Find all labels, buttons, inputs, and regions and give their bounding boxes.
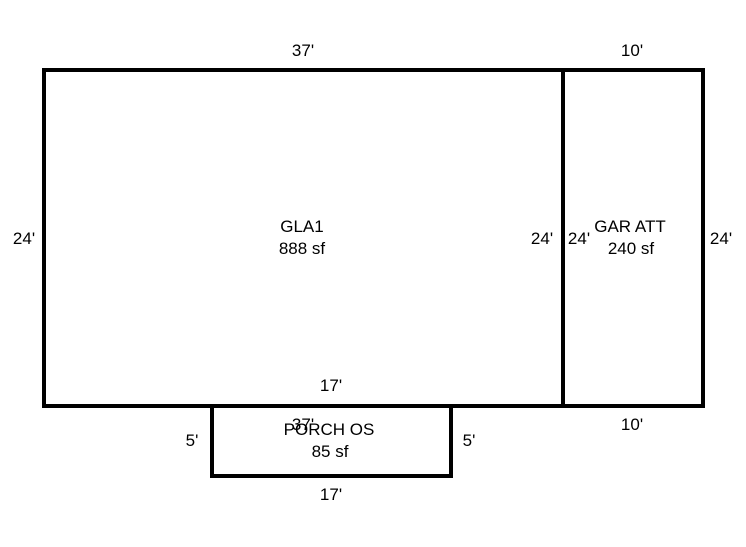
garage-dim-right: 24' [710, 229, 732, 248]
gla-dim-top: 37' [292, 41, 314, 60]
gla-room-outline [42, 68, 565, 408]
porch-dim-top: 17' [320, 376, 342, 395]
garage-dim-bottom: 10' [621, 415, 643, 434]
porch-room-outline [210, 404, 453, 478]
garage-room-outline [561, 68, 705, 408]
gla-dim-right: 24' [531, 229, 553, 248]
porch-dim-left: 5' [186, 431, 199, 450]
garage-name: GAR ATT [594, 217, 665, 236]
porch-dim-right: 5' [463, 431, 476, 450]
garage-dim-top: 10' [621, 41, 643, 60]
porch-area: 85 sf [312, 442, 349, 461]
gla-name: GLA1 [280, 217, 323, 236]
porch-dim-bottom: 17' [320, 485, 342, 504]
gla-dim-left: 24' [13, 229, 35, 248]
garage-area: 240 sf [608, 239, 655, 258]
garage-dim-left: 24' [568, 229, 590, 248]
porch-name: PORCH OS [284, 420, 375, 439]
gla-area: 888 sf [279, 239, 326, 258]
gla-dim-bottom-inner: 37' [292, 415, 314, 434]
